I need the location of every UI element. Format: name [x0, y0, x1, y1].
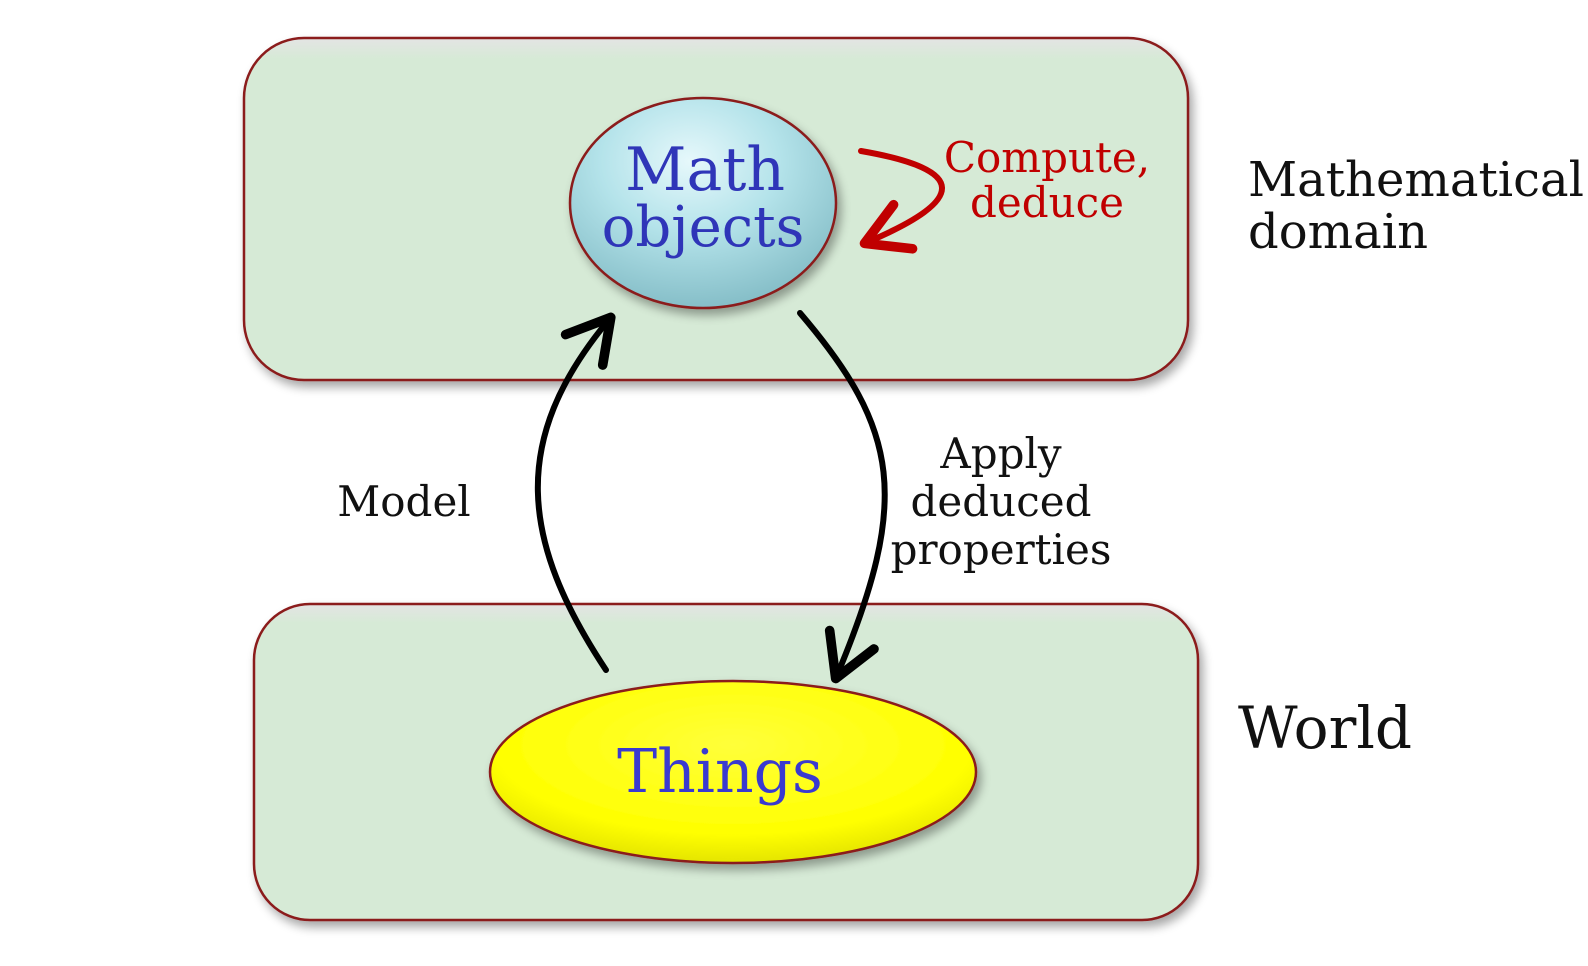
mathematical-domain-label-line1: Mathematical — [1248, 152, 1584, 208]
compute-label-line1: Compute, — [944, 133, 1150, 182]
math-objects-label-line1: Math — [625, 135, 785, 205]
things-node: Things — [488, 679, 978, 865]
compute-deduce-loop: Compute, deduce — [858, 133, 1150, 254]
model-arrow — [534, 312, 616, 673]
apply-label-line1: Apply — [939, 429, 1062, 478]
apply-label-line2: deduced — [911, 477, 1092, 526]
apply-label-line3: properties — [891, 525, 1112, 574]
math-objects-node: Math objects — [568, 96, 838, 310]
mathematical-domain-label-line2: domain — [1248, 204, 1428, 260]
apply-arrow — [797, 310, 888, 684]
things-label: Things — [617, 737, 823, 807]
world-label-group: World — [1238, 694, 1412, 762]
apply-edge: Apply deduced properties — [797, 310, 1112, 684]
world-label: World — [1238, 694, 1412, 762]
model-label: Model — [337, 477, 470, 526]
mathematical-domain-label: Mathematical domain — [1248, 152, 1584, 260]
model-edge: Model — [337, 312, 616, 673]
compute-deduce-arrow — [858, 148, 945, 254]
compute-label-line2: deduce — [970, 178, 1124, 227]
math-objects-label-line2: objects — [602, 195, 805, 260]
